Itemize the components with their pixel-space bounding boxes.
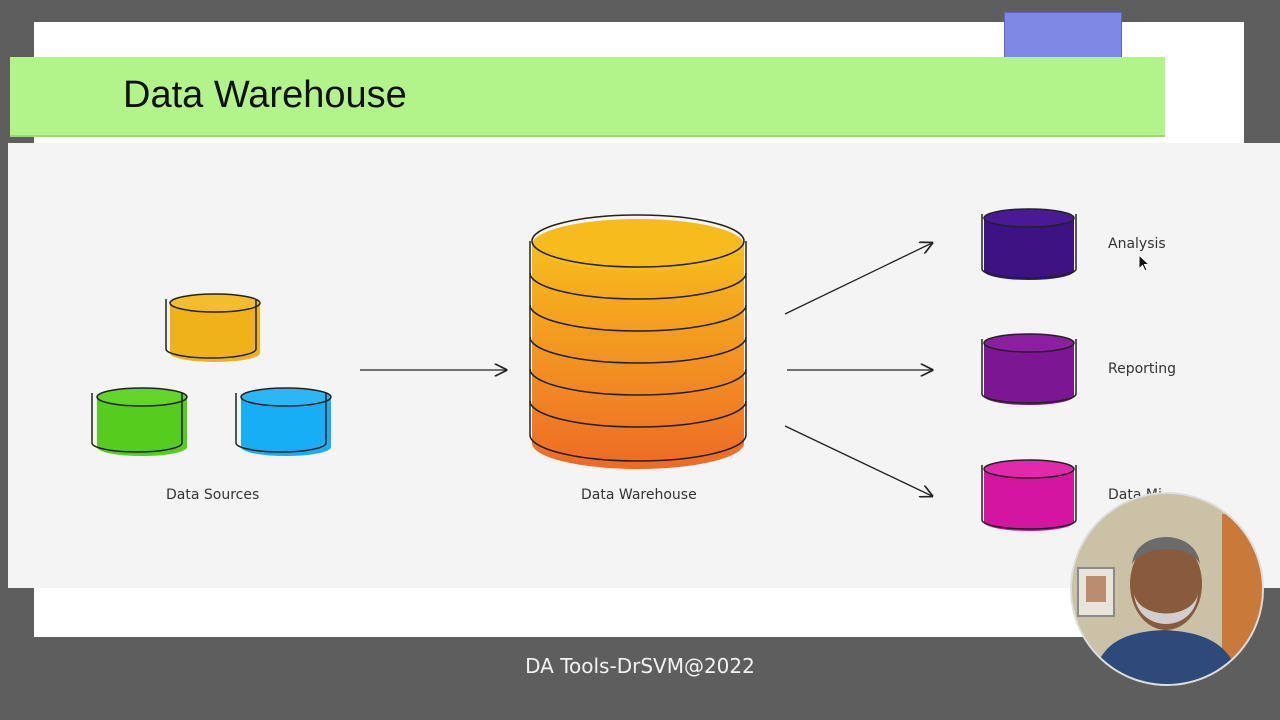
- arrow-to-analysis: [784, 243, 932, 315]
- presenter-webcam: [1070, 492, 1264, 686]
- diagram-canvas: [91, 208, 1077, 531]
- data-sources-label: Data Sources: [166, 487, 260, 503]
- slide-title: Data Warehouse: [123, 74, 407, 116]
- output-cylinder-data-mining: [981, 459, 1077, 531]
- accent-block: [1004, 12, 1122, 58]
- output-cylinder-analysis: [981, 208, 1077, 280]
- data-warehouse-label: Data Warehouse: [581, 487, 697, 503]
- cursor-arrow-icon: [1138, 254, 1151, 272]
- reporting-label: Reporting: [1108, 361, 1177, 377]
- analysis-label: Analysis: [1108, 236, 1166, 252]
- warehouse-cylinder: [529, 214, 747, 469]
- arrow-to-data-mining: [784, 425, 932, 496]
- source-cylinder-blue: [235, 387, 332, 456]
- source-cylinder-orange: [165, 293, 261, 362]
- output-cylinder-reporting: [981, 333, 1077, 405]
- slide-footer: DA Tools-DrSVM@2022: [525, 654, 755, 678]
- title-bar: Data Warehouse: [10, 57, 1165, 137]
- diagram-panel: Data Sources Data Warehouse Analysis Rep…: [8, 143, 1280, 588]
- source-cylinder-green: [91, 387, 188, 456]
